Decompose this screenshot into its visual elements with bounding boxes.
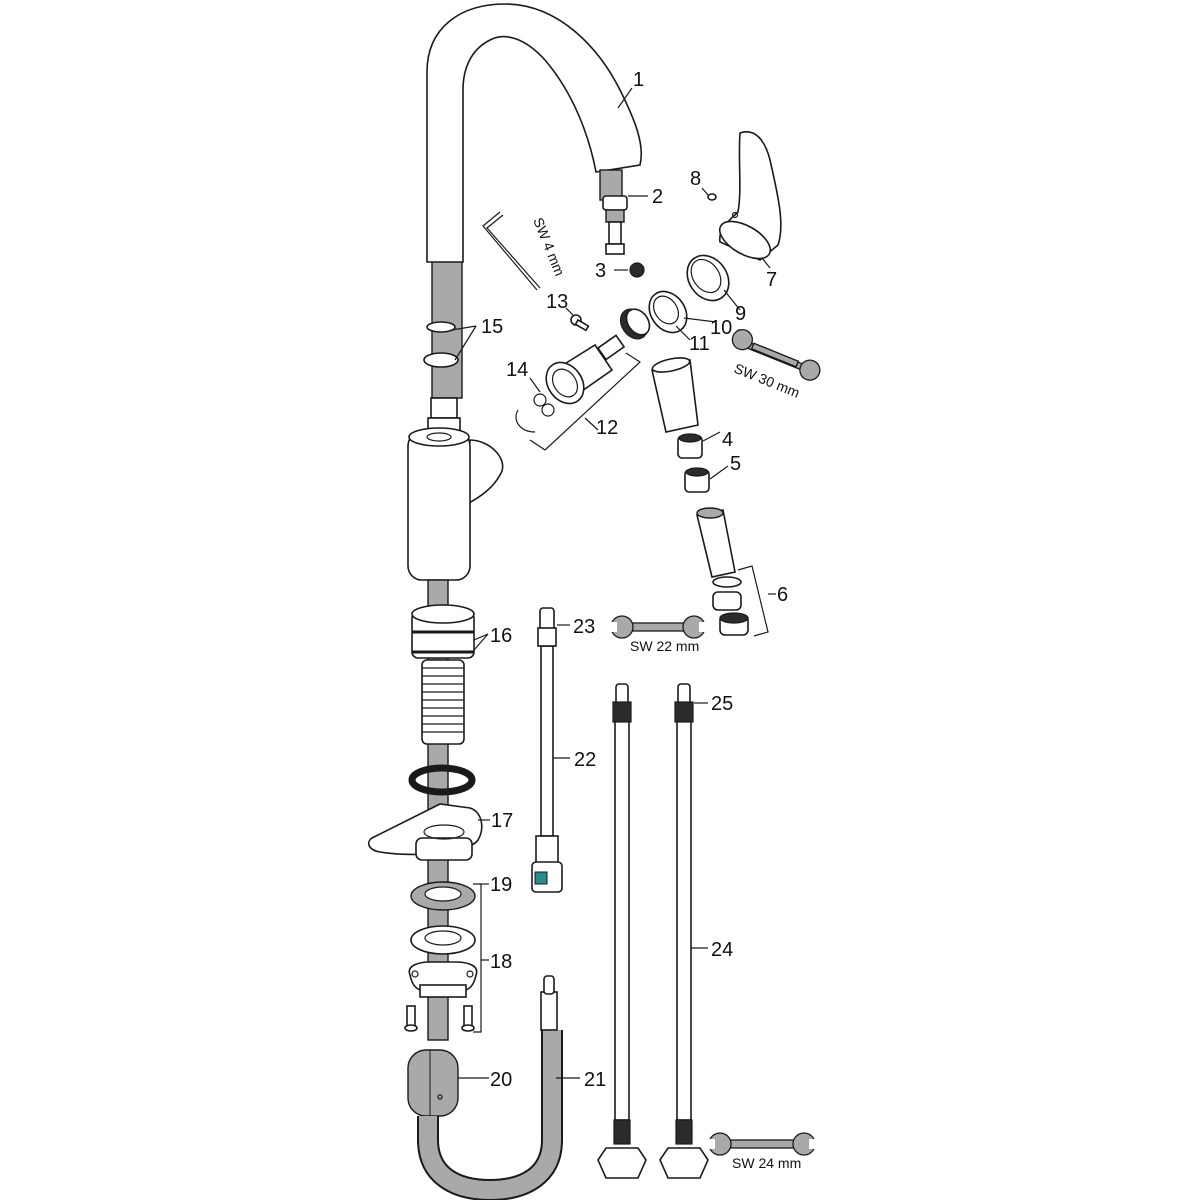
lever-handle-part-7 bbox=[718, 131, 782, 261]
aerator-part-6 bbox=[696, 507, 749, 636]
mounting-set-part-18 bbox=[404, 925, 478, 1032]
insert-part-4 bbox=[677, 433, 703, 459]
label-6: 6 bbox=[777, 584, 788, 606]
grub-screw-part-8 bbox=[707, 193, 717, 201]
connector-part-2 bbox=[602, 195, 628, 255]
plate-part-17 bbox=[367, 803, 483, 861]
part-labels: 1 2 3 4 5 6 7 8 9 10 11 12 13 14 15 16 1… bbox=[481, 69, 788, 1091]
cartridge-part-12 bbox=[545, 334, 626, 405]
label-19: 19 bbox=[490, 874, 512, 896]
label-20: 20 bbox=[490, 1069, 512, 1091]
hex-key-sw4 bbox=[482, 211, 541, 291]
label-5: 5 bbox=[730, 453, 741, 475]
bracket-part-12 bbox=[529, 352, 641, 451]
label-sw4: SW 4 mm bbox=[530, 215, 568, 278]
leader-lines bbox=[451, 87, 776, 1079]
sieve-part-3 bbox=[629, 262, 645, 278]
weight-part-20 bbox=[407, 1049, 459, 1117]
o-ring bbox=[408, 764, 476, 796]
supply-hose-left-part-24 bbox=[597, 683, 647, 1179]
label-sw24: SW 24 mm bbox=[732, 1155, 801, 1171]
clips-part-15 bbox=[423, 321, 459, 368]
label-7: 7 bbox=[766, 269, 777, 291]
label-17: 17 bbox=[491, 810, 513, 832]
label-4: 4 bbox=[722, 429, 733, 451]
supply-hose-right-part-24 bbox=[659, 683, 709, 1179]
screw-part-13 bbox=[570, 314, 590, 332]
bracket-part-18 bbox=[473, 883, 482, 1033]
connection-hose-part-22 bbox=[531, 607, 563, 893]
label-21: 21 bbox=[584, 1069, 606, 1091]
label-9: 9 bbox=[735, 303, 746, 325]
threaded-shank-part-16 bbox=[411, 604, 475, 745]
hose-part-21 bbox=[417, 975, 563, 1200]
cover-ring-part-9 bbox=[686, 254, 730, 302]
label-3: 3 bbox=[595, 260, 606, 282]
label-1: 1 bbox=[633, 69, 644, 91]
cartridge-nut bbox=[619, 308, 651, 340]
seals-part-14 bbox=[515, 393, 555, 433]
bracket-part-6 bbox=[737, 565, 769, 637]
faucet-body bbox=[407, 397, 504, 581]
label-14: 14 bbox=[506, 359, 528, 381]
sleeve bbox=[651, 357, 699, 433]
label-18: 18 bbox=[490, 951, 512, 973]
label-sw22: SW 22 mm bbox=[630, 638, 699, 654]
nut-part-10-11 bbox=[648, 290, 688, 334]
wrench-sw22-icon bbox=[605, 615, 711, 639]
insert-part-5 bbox=[684, 467, 710, 493]
label-25: 25 bbox=[711, 693, 733, 715]
label-11: 11 bbox=[689, 333, 710, 355]
label-10: 10 bbox=[710, 317, 732, 339]
washer-part-19 bbox=[410, 881, 476, 911]
label-2: 2 bbox=[652, 186, 663, 208]
wrench-sw30-icon bbox=[731, 329, 821, 381]
wrench-sw24-icon bbox=[703, 1132, 821, 1156]
tool-labels: SW 4 mm SW 30 mm SW 22 mm SW 24 mm bbox=[530, 215, 802, 1171]
label-24: 24 bbox=[711, 939, 733, 961]
label-8: 8 bbox=[690, 168, 701, 190]
label-16: 16 bbox=[490, 625, 512, 647]
label-22: 22 bbox=[574, 749, 596, 771]
label-15: 15 bbox=[481, 316, 503, 338]
label-23: 23 bbox=[573, 616, 595, 638]
label-12: 12 bbox=[596, 417, 618, 439]
label-13: 13 bbox=[546, 291, 568, 313]
